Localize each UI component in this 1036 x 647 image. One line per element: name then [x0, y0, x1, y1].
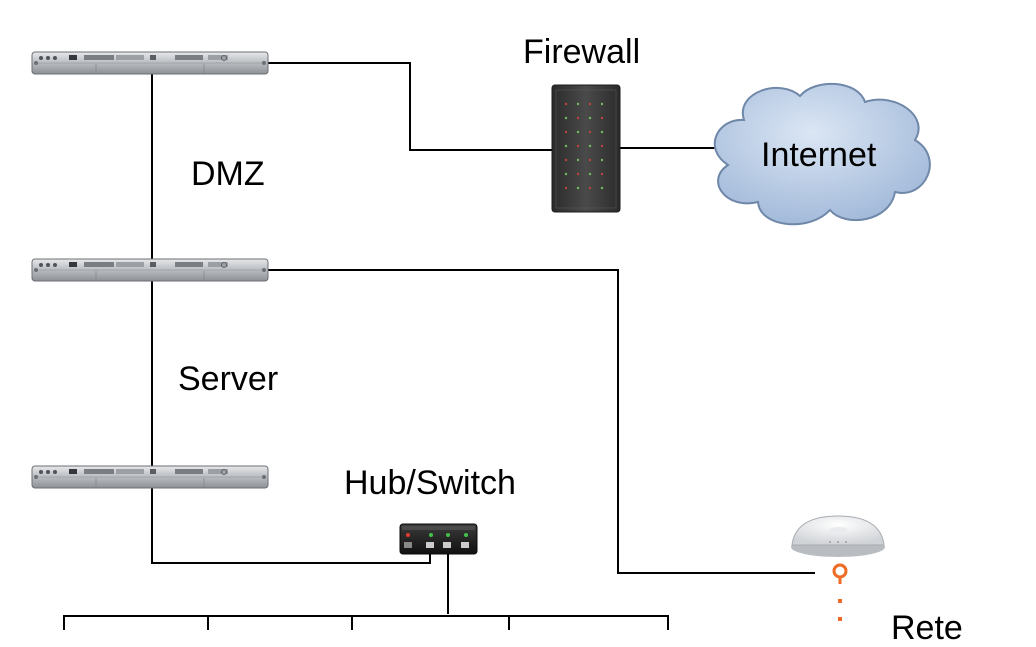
rack-server-icon[interactable]: [31, 465, 269, 489]
cloud-icon[interactable]: [713, 83, 931, 226]
network-diagram: [31, 51, 931, 630]
wireless-base-station-icon[interactable]: [791, 515, 885, 557]
wireless-signal-icon: [832, 563, 848, 621]
network-switch-icon[interactable]: [399, 523, 478, 555]
rack-server-icon[interactable]: [31, 258, 269, 282]
firewall-label: Firewall: [523, 33, 641, 71]
hub-switch-label: Hub/Switch: [344, 464, 516, 502]
server-to-wireless-link: [268, 269, 815, 574]
internet-label: Internet: [761, 136, 877, 174]
dmz-label: DMZ: [191, 155, 265, 193]
server-label: Server: [178, 360, 279, 398]
lan-bus: [63, 615, 669, 630]
rete-label: Rete: [891, 609, 963, 647]
rack-server-icon[interactable]: [31, 51, 269, 75]
dmz-to-firewall-link: [268, 62, 554, 151]
firewall-tower-icon[interactable]: [551, 84, 621, 213]
